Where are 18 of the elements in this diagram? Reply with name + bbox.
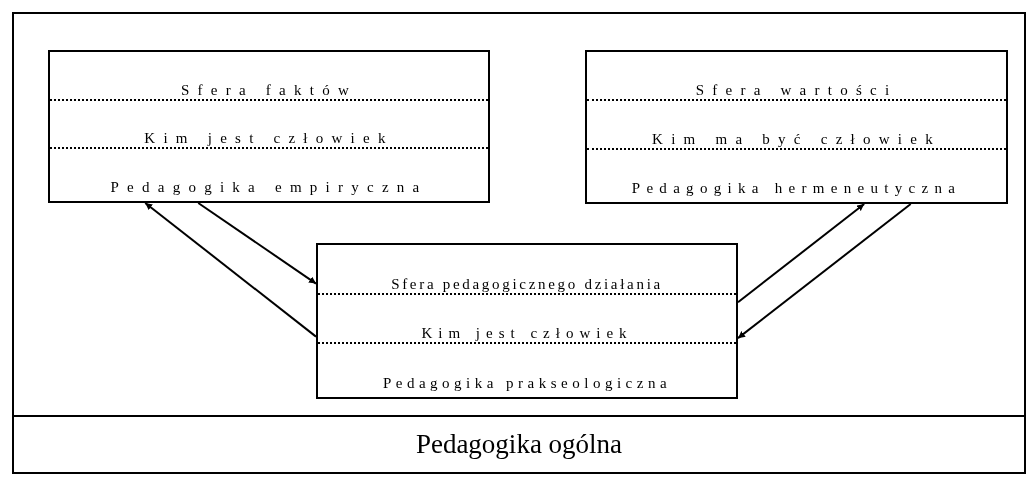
text-box (316, 243, 738, 399)
row-text: Kim jest człowiek (144, 131, 394, 147)
row-text: Pedagogika prakseologiczna (382, 376, 672, 391)
arrow (737, 203, 912, 340)
row-text: Pedagogika empiryczna (110, 180, 428, 195)
row-text: Kim ma być człowiek (652, 132, 941, 147)
row-text: Kim jest człowiek (421, 326, 633, 342)
arrow (737, 203, 866, 304)
text-box (48, 50, 490, 203)
arrow (197, 202, 317, 285)
row-text: Pedagogika hermeneutyczna (631, 181, 962, 196)
frame-box (12, 12, 1026, 474)
row-text: Sfera faktów (180, 82, 358, 98)
row-text: Sfera wartości (695, 83, 898, 98)
row-text: Sfera pedagogicznego działania (391, 276, 663, 292)
heading-text: Pedagogika ogólna (415, 431, 623, 458)
text-box (585, 50, 1008, 204)
arrow (144, 202, 317, 338)
